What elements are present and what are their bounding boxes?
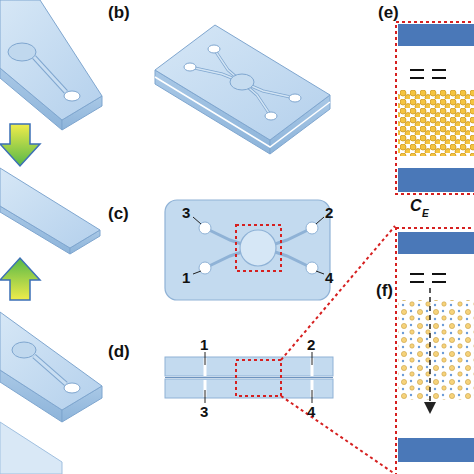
callout-number: 3 [200, 404, 208, 419]
callout-number: 1 [182, 270, 190, 285]
assembled-chip [155, 25, 330, 154]
callout-number: 4 [325, 270, 333, 285]
top-plate [0, 0, 102, 130]
assembly-arrow [0, 258, 40, 300]
panel-label: (d) [108, 343, 130, 360]
zoom-panel-e [396, 22, 474, 194]
panel-label: (f) [376, 282, 393, 299]
panel-label: (b) [108, 4, 130, 21]
callout-number: 3 [182, 205, 190, 220]
middle-membrane [0, 168, 100, 254]
callout-number: 2 [325, 205, 333, 220]
assembly-arrow [0, 124, 40, 166]
bottom-plate [0, 312, 102, 474]
panel-label: (c) [108, 205, 129, 222]
concentration-subscript: E [422, 209, 429, 219]
concentration-symbol: C [410, 198, 422, 214]
chip-top-view [165, 200, 330, 300]
panel-label: (e) [378, 4, 399, 21]
callout-number: 1 [200, 337, 208, 352]
chip-side-view [165, 226, 395, 474]
callout-number: 2 [307, 337, 315, 352]
zoom-panel-f [396, 228, 474, 474]
callout-number: 4 [307, 404, 315, 419]
